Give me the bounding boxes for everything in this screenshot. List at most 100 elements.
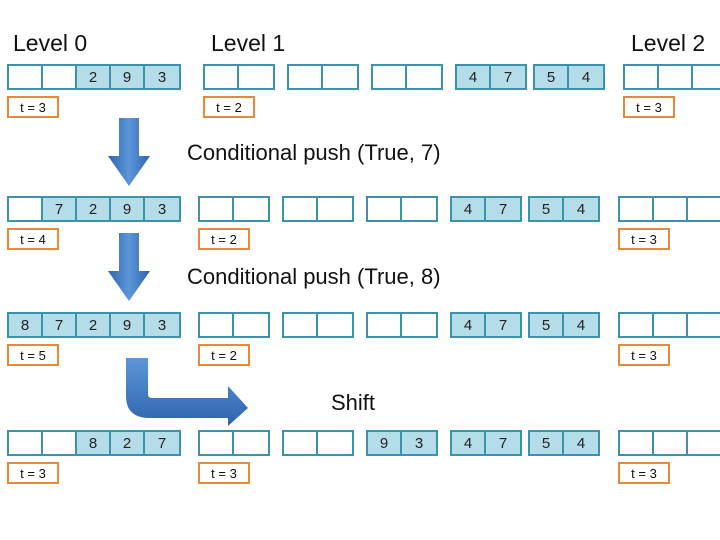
array-cell [284,432,318,454]
array-cell [43,432,77,454]
time-counter-box: t = 5 [7,344,59,366]
bent-right-arrow-icon [126,358,248,426]
level-2-array [618,430,720,456]
time-counter-box: t = 2 [198,344,250,366]
time-counter-box: t = 3 [618,344,670,366]
conditional-push-7-label: Conditional push (True, 7) [187,140,441,165]
array-cell [9,432,43,454]
array-cell: 3 [402,432,436,454]
array-cell [234,432,268,454]
array-cell: 9 [368,432,402,454]
array-cell: 3 [145,198,179,220]
time-counter-box: t = 4 [7,228,59,250]
array-cell [318,432,352,454]
level-1-array-a [198,312,270,338]
array-cell [205,66,239,88]
array-cell [289,66,323,88]
array-cell [659,66,693,88]
array-cell [323,66,357,88]
array-cell: 5 [530,198,564,220]
array-cell: 4 [564,314,598,336]
level-2-array [623,64,720,90]
array-cell: 4 [457,66,491,88]
shift-label: Shift [331,390,376,415]
time-counter-box: t = 3 [618,462,670,484]
array-cell: 7 [486,432,520,454]
array-cell [234,198,268,220]
time-counter-box: t = 2 [203,96,255,118]
array-cell [368,198,402,220]
array-cell [688,314,720,336]
time-counter-box: t = 2 [198,228,250,250]
array-cell [234,314,268,336]
array-cell: 3 [145,314,179,336]
array-cell: 4 [564,432,598,454]
array-cell: 4 [452,198,486,220]
array-cell: 7 [486,314,520,336]
array-cell: 4 [452,314,486,336]
array-cell [284,198,318,220]
level-1-array-b [287,64,359,90]
array-cell: 9 [111,66,145,88]
level-1-array-b [282,430,354,456]
array-cell: 7 [43,198,77,220]
array-cell: 2 [77,314,111,336]
array-cell [688,198,720,220]
time-counter-box: t = 3 [198,462,250,484]
array-cell [9,66,43,88]
array-cell: 8 [77,432,111,454]
array-cell [693,66,720,88]
array-cell: 9 [111,314,145,336]
level-2-label: Level 2 [631,30,706,56]
level-1-array-c [366,312,438,338]
array-cell [654,198,688,220]
array-cell: 9 [111,198,145,220]
level-0-label: Level 0 [13,30,88,56]
array-cell [625,66,659,88]
array-cell: 2 [111,432,145,454]
level-1-array-a [198,430,270,456]
array-cell: 3 [145,66,179,88]
array-cell [284,314,318,336]
array-cell [402,198,436,220]
array-cell [654,432,688,454]
array-cell [620,314,654,336]
array-cell: 2 [77,66,111,88]
array-cell: 7 [43,314,77,336]
array-cell: 7 [145,432,179,454]
level-1-array-c [371,64,443,90]
array-cell [654,314,688,336]
array-cell [43,66,77,88]
time-counter-box: t = 3 [7,96,59,118]
level-1-array-a [203,64,275,90]
array-cell: 4 [564,198,598,220]
array-cell: 5 [535,66,569,88]
level-1-array-b [282,312,354,338]
array-cell [9,198,43,220]
time-counter-box: t = 3 [623,96,675,118]
level-1-label: Level 1 [211,30,286,56]
level-2-array [618,312,720,338]
array-cell [200,198,234,220]
level-1-array-c [366,196,438,222]
down-arrow-icon [108,233,150,301]
array-cell [373,66,407,88]
array-cell: 7 [491,66,525,88]
time-counter-box: t = 3 [618,228,670,250]
array-cell [318,314,352,336]
down-arrow-icon [108,118,150,186]
array-cell: 5 [530,432,564,454]
